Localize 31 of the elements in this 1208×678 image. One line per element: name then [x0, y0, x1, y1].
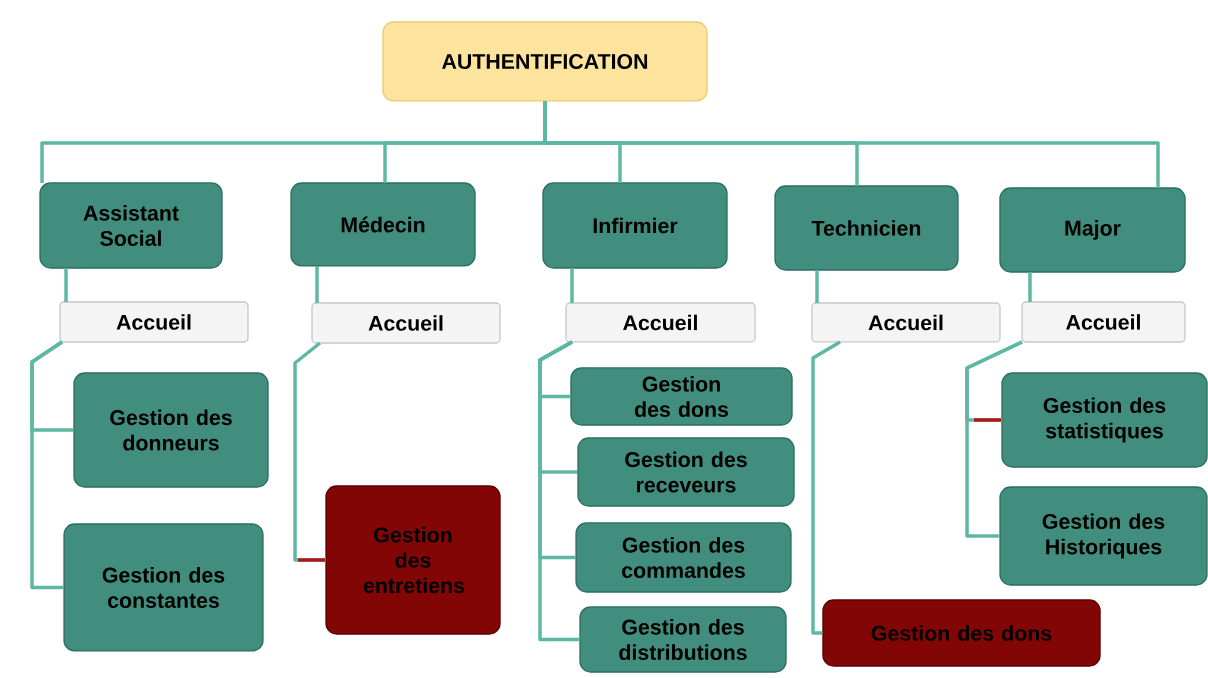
function-box: Gestion des commandes	[575, 522, 792, 593]
function-box: Gestion des constantes	[63, 523, 264, 652]
connector	[543, 101, 1160, 188]
role-box: Technicien	[774, 185, 959, 271]
top-box: AUTHENTIFICATION	[382, 21, 708, 102]
menu-box: Accueil	[311, 302, 501, 344]
function-box: Gestion des distributions	[579, 606, 787, 673]
connector	[1028, 272, 1032, 302]
connector	[538, 340, 580, 642]
menu-box: Accueil	[59, 301, 249, 343]
function-box: Gestion des receveurs	[577, 437, 795, 507]
connector	[315, 266, 319, 303]
role-box: Assistant Social	[39, 182, 223, 269]
role-box: Major	[999, 187, 1186, 273]
function-box: Gestion des Historiques	[999, 486, 1208, 586]
function-box: Gestion des dons	[822, 599, 1101, 667]
menu-box: Accueil	[811, 302, 1001, 343]
function-box: Gestion des statistiques	[1001, 372, 1208, 468]
menu-box: Accueil	[565, 302, 756, 343]
menu-box: Accueil	[1021, 301, 1186, 343]
connector	[30, 340, 64, 590]
connector	[815, 270, 819, 303]
connector	[64, 268, 68, 302]
connector	[811, 340, 841, 635]
connector	[570, 268, 574, 303]
function-box: Gestion des dons	[570, 367, 793, 426]
function-box: Gestion des donneurs	[73, 372, 269, 488]
function-box: Gestion des entretiens	[325, 485, 501, 635]
role-box: Infirmier	[542, 182, 728, 269]
connector	[965, 340, 1023, 538]
role-box: Médecin	[290, 182, 476, 267]
